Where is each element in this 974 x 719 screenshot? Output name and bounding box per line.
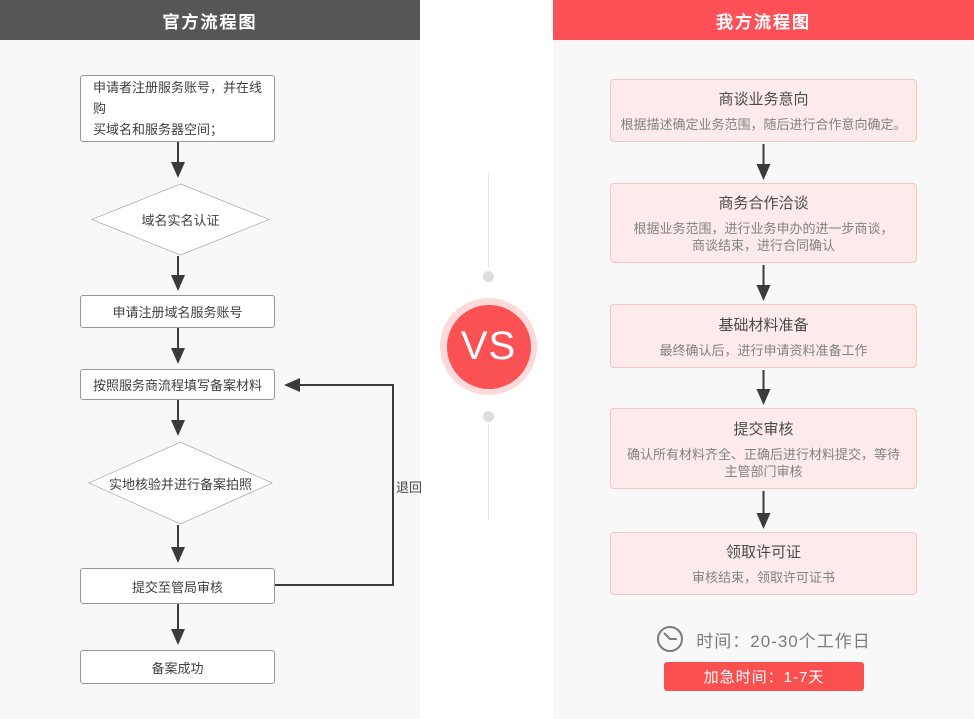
step-desc: 根据描述确定业务范围，随后进行合作意向确定。: [620, 117, 907, 132]
flow-node-fill-materials-label: 按照服务商流程填写备案材料: [92, 378, 262, 393]
step-desc: 最终确认后，进行申请资料准备工作: [659, 342, 868, 358]
step-desc: 根据业务范围，进行业务申办的进一步商谈， 商谈结束，进行合同确认: [633, 221, 894, 253]
clock-icon: [657, 626, 684, 652]
vs-badge: VS: [440, 298, 537, 395]
step-title: 提交审核: [733, 420, 794, 438]
step-card-submit: 提交审核 确认所有材料齐全、正确后进行材料提交，等待 主管部门审核: [610, 408, 917, 489]
flow-node-apply-account: 申请注册域名服务账号: [80, 295, 275, 328]
divider-line-top: [488, 173, 489, 268]
flow-node-success-label: 备案成功: [151, 660, 204, 676]
step-card-intent: 商谈业务意向 根据描述确定业务范围，随后进行合作意向确定。: [610, 79, 917, 142]
flow-node-success: 备案成功: [80, 650, 275, 684]
flow-node-apply-account-label: 申请注册域名服务账号: [112, 305, 243, 320]
divider-line-bottom: [488, 424, 489, 520]
flow-decision-realname: 域名实名认证: [91, 183, 270, 256]
our-flow-panel: 我方流程图 商谈业务意向 根据描述确定业务范围，随后进行合作意向确定。 商务合作…: [553, 0, 974, 719]
step-card-negotiation: 商务合作洽谈 根据业务范围，进行业务申办的进一步商谈， 商谈结束，进行合同确认: [610, 183, 917, 263]
divider-dot-bottom: [483, 411, 494, 422]
step-card-materials: 基础材料准备 最终确认后，进行申请资料准备工作: [610, 304, 917, 368]
step-card-license: 领取许可证 审核结束，领取许可证书: [610, 532, 917, 595]
flow-decision-realname-label: 域名实名认证: [141, 213, 220, 228]
official-panel-header: 官方流程图: [0, 0, 420, 40]
step-desc: 确认所有材料齐全、正确后进行材料提交，等待 主管部门审核: [626, 446, 900, 479]
diamond-shape-icon: [91, 183, 270, 256]
divider-dot-top: [483, 271, 494, 282]
step-title: 基础材料准备: [718, 316, 809, 334]
step-title: 商谈业务意向: [718, 91, 809, 108]
urgent-time-button[interactable]: 加急时间：1-7天: [664, 662, 864, 691]
official-flow-panel: 官方流程图 申请者注册服务账号，并在线购 买域名和服务器空间；: [0, 0, 423, 719]
flow-node-register: 申请者注册服务账号，并在线购 买域名和服务器空间；: [80, 75, 275, 142]
step-desc: 审核结束，领取许可证书: [691, 570, 835, 585]
time-row: 时间：20-30个工作日: [553, 624, 974, 654]
flow-node-fill-materials: 按照服务商流程填写备案材料: [80, 369, 275, 400]
step-title: 商务合作洽谈: [718, 195, 809, 212]
flow-node-submit-review: 提交至管局审核: [80, 568, 275, 604]
flow-node-register-label: 申请者注册服务账号，并在线购 买域名和服务器空间；: [93, 80, 263, 137]
vs-circle: VS: [446, 304, 531, 389]
our-panel-header: 我方流程图: [553, 0, 974, 40]
our-panel-title: 我方流程图: [716, 12, 811, 32]
diamond-shape-icon: [88, 441, 273, 525]
flow-node-submit-review-label: 提交至管局审核: [131, 579, 223, 595]
flow-decision-onsite-check: 实地核验并进行备案拍照: [88, 441, 273, 525]
step-title: 领取许可证: [725, 544, 801, 561]
vs-label: VS: [460, 324, 517, 368]
flow-decision-onsite-check-label: 实地核验并进行备案拍照: [108, 476, 252, 492]
time-label: 时间：20-30个工作日: [696, 631, 871, 651]
return-label: 退回: [396, 480, 423, 495]
official-panel-title: 官方流程图: [162, 12, 258, 32]
